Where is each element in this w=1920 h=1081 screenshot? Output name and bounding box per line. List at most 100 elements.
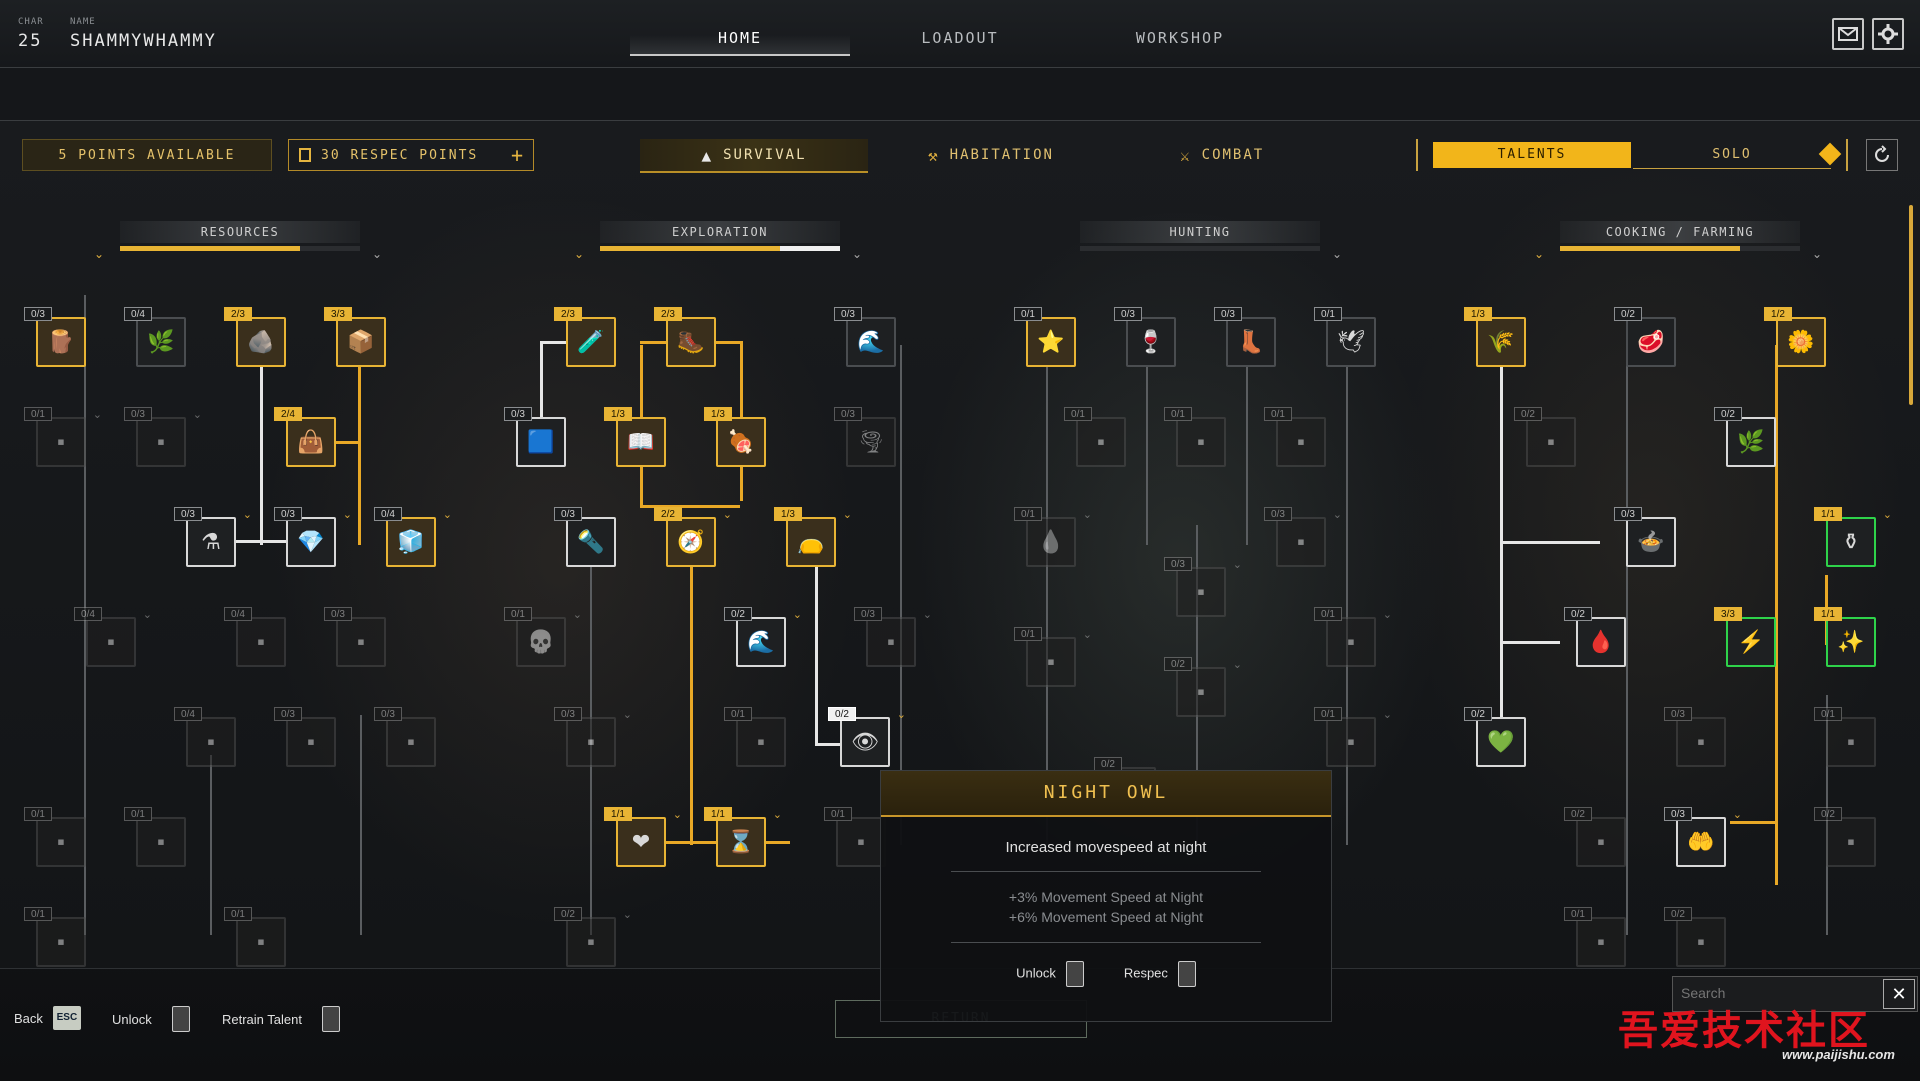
close-icon[interactable]: ✕ [1883, 979, 1915, 1009]
talent-compass[interactable]: 2/2🧭⌄ [654, 507, 732, 567]
talent-blue[interactable]: 0/3🟦 [504, 407, 566, 467]
talent-energy[interactable]: 3/3⚡ [1714, 607, 1776, 667]
talent-red-potion[interactable]: 2/3🧪 [554, 307, 616, 367]
toggle-solo[interactable]: SOLO [1633, 142, 1831, 169]
talent-locked[interactable]: 0/1▪ [1264, 407, 1326, 467]
talent-locked[interactable]: 0/3▪⌄ [854, 607, 932, 667]
talent-pouch[interactable]: 1/3👝⌄ [774, 507, 852, 567]
talent-locked[interactable]: 0/3▪⌄ [554, 707, 632, 767]
talent-book[interactable]: 1/3📖 [604, 407, 666, 467]
talent-torch[interactable]: 0/3🔦 [554, 507, 616, 567]
talent-wave[interactable]: 0/2🌊⌄ [724, 607, 802, 667]
talent-meat[interactable]: 0/2🥩 [1614, 307, 1676, 367]
talent-bird[interactable]: 0/1🕊 [1314, 307, 1376, 367]
talent-hand-herb[interactable]: 0/3🤲⌄ [1664, 807, 1742, 867]
tab-home[interactable]: HOME [630, 22, 850, 56]
talent-potion[interactable]: 0/3🍷 [1114, 307, 1176, 367]
talent-hourglass[interactable]: 1/1⌛⌄ [704, 807, 782, 867]
talent-yellow-glow[interactable]: 1/1✨ [1814, 607, 1876, 667]
category-survival[interactable]: ▲ SURVIVAL [640, 139, 868, 173]
talent-locked[interactable]: 0/1▪ [1064, 407, 1126, 467]
talent-locked[interactable]: 0/1▪ [824, 807, 886, 867]
talent-locked[interactable]: 0/2▪ [1814, 807, 1876, 867]
talent-green-flask[interactable]: 1/1⚱⌄ [1814, 507, 1892, 567]
talent-flower-pot[interactable]: 1/2🌼 [1764, 307, 1826, 367]
talent-locked[interactable]: 0/3▪ [1664, 707, 1726, 767]
talent-locked[interactable]: 0/1▪ [1814, 707, 1876, 767]
talent-cooking-pot[interactable]: 0/3🍲 [1614, 507, 1676, 567]
talent-locked[interactable]: 0/2▪⌄ [554, 907, 632, 967]
search-input[interactable] [1673, 977, 1883, 1009]
talent-locked[interactable]: 0/1▪ [224, 907, 286, 967]
refresh-icon[interactable] [1866, 139, 1898, 171]
category-habitation[interactable]: ⚒ HABITATION [928, 139, 1054, 171]
talent-locked[interactable]: 0/2▪ [1664, 907, 1726, 967]
respec-points-button[interactable]: 30 RESPEC POINTS + [288, 139, 534, 171]
unlock-action[interactable]: Unlock [112, 1006, 190, 1032]
mail-icon[interactable] [1832, 18, 1864, 50]
talent-storage[interactable]: 0/4🧊⌄ [374, 507, 452, 567]
talent-locked[interactable]: 0/3▪ [374, 707, 436, 767]
talent-locked[interactable]: 0/4▪ [174, 707, 236, 767]
talent-locked[interactable]: 0/3▪⌄ [124, 407, 202, 467]
talent-locked[interactable]: 0/4▪ [224, 607, 286, 667]
talent-locked[interactable]: 0/3▪⌄ [1264, 507, 1342, 567]
collapse-icon[interactable]: ⌄ [573, 247, 585, 261]
talent-locked[interactable]: 0/2▪ [1564, 807, 1626, 867]
tab-workshop[interactable]: WORKSHOP [1135, 29, 1225, 47]
talent-crate[interactable]: 3/3📦 [324, 307, 386, 367]
talent-locked[interactable]: 0/1▪ [24, 807, 86, 867]
plus-icon[interactable]: + [510, 143, 525, 167]
talent-locked[interactable]: 0/1💧⌄ [1014, 507, 1092, 567]
expand-all-icon[interactable]: ⌄ [851, 247, 863, 261]
talent-locked[interactable]: 0/1▪ [724, 707, 786, 767]
talent-green-heart[interactable]: 0/2💚 [1464, 707, 1526, 767]
talent-crystal[interactable]: 0/3💎⌄ [274, 507, 352, 567]
talent-locked[interactable]: 0/1▪ [124, 807, 186, 867]
talent-star-hide[interactable]: 0/1⭐ [1014, 307, 1076, 367]
talent-locked[interactable]: 0/1▪⌄ [1014, 627, 1092, 687]
talent-locked[interactable]: 0/3▪ [274, 707, 336, 767]
talent-boot[interactable]: 0/3👢 [1214, 307, 1276, 367]
talent-tornado[interactable]: 0/3🌪 [834, 407, 896, 467]
talent-locked[interactable]: 0/1▪⌄ [24, 407, 102, 467]
expand-all-icon[interactable]: ⌄ [371, 247, 383, 261]
talent-skull[interactable]: 0/1💀⌄ [504, 607, 582, 667]
tab-loadout[interactable]: LOADOUT [921, 29, 999, 47]
talent-locked[interactable]: 0/1▪ [24, 907, 86, 967]
talent-heart[interactable]: 1/1❤⌄ [604, 807, 682, 867]
talent-locked[interactable]: 0/3▪ [324, 607, 386, 667]
talent-locked[interactable]: 0/2▪⌄ [1164, 657, 1242, 717]
back-action[interactable]: Back ESC [14, 1006, 81, 1030]
retrain-action[interactable]: Retrain Talent [222, 1006, 340, 1032]
talent-blood-drop[interactable]: 0/2🩸 [1564, 607, 1626, 667]
talent-locked[interactable]: 0/2▪ [1514, 407, 1576, 467]
talent-locked[interactable]: 0/1▪⌄ [1314, 607, 1392, 667]
talent-herbs[interactable]: 0/2🌿 [1714, 407, 1776, 467]
level-badge: 0/1 [1014, 307, 1042, 321]
talent-locked[interactable]: 0/1▪⌄ [1314, 707, 1392, 767]
search-box[interactable]: ✕ [1672, 976, 1918, 1012]
talent-fiber[interactable]: 0/4🌿 [124, 307, 186, 367]
gear-icon[interactable] [1872, 18, 1904, 50]
talent-logs[interactable]: 0/3🪵 [24, 307, 86, 367]
collapse-icon[interactable]: ⌄ [1533, 247, 1545, 261]
category-combat[interactable]: ⚔ COMBAT [1180, 139, 1264, 171]
collapse-icon[interactable]: ⌄ [93, 247, 105, 261]
talent-locked[interactable]: 0/4▪⌄ [74, 607, 152, 667]
talent-stone[interactable]: 2/3🪨 [224, 307, 286, 367]
talent-bag[interactable]: 2/4👜 [274, 407, 336, 467]
talent-locked[interactable]: 0/3▪⌄ [1164, 557, 1242, 617]
talent-stomach[interactable]: 1/3🍖 [704, 407, 766, 467]
talent-flask[interactable]: 0/3⚗⌄ [174, 507, 252, 567]
talent-seed-bag[interactable]: 1/3🌾 [1464, 307, 1526, 367]
talent-locked[interactable]: 0/1▪ [1564, 907, 1626, 967]
talent-boot[interactable]: 2/3🥾 [654, 307, 716, 367]
talent-locked[interactable]: 0/1▪ [1164, 407, 1226, 467]
talent-night-owl[interactable]: 0/2👁⌄ [828, 707, 906, 767]
collapse-icon[interactable]: ⌄ [1331, 247, 1343, 261]
talent-water[interactable]: 0/3🌊 [834, 307, 896, 367]
expand-all-icon[interactable]: ⌄ [1811, 247, 1823, 261]
scrollbar[interactable] [1909, 205, 1913, 405]
toggle-talents[interactable]: TALENTS [1433, 142, 1631, 168]
